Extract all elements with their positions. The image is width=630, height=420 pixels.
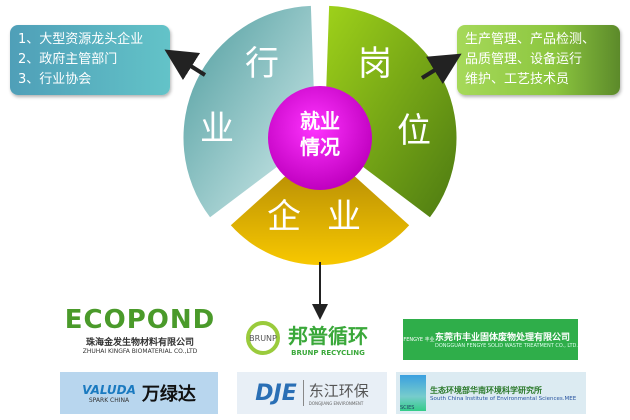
segment-char: 位 [397,111,431,151]
logo-scies: SCIES 生态环境部华南环境科学研究所 South China Institu… [396,372,586,414]
logo-valuda: VALUDA SPARK CHINA 万绿达 [60,372,218,414]
industry-info-box: 1、大型资源龙头企业 2、政府主管部门 3、行业协会 [10,25,170,95]
industry-line: 1、大型资源龙头企业 [18,32,144,47]
center-circle [268,86,372,190]
enterprise-segment [230,145,410,265]
position-line: 生产管理、产品检测、 [465,32,596,47]
logo-brunp: BRUNP 邦普循环 BRUNP RECYCLING [232,318,382,358]
logo-ecopond: ECOPOND 珠海金发生物材料有限公司 ZHUHAI KINGFA BIOMA… [64,305,216,355]
center-label: 情况 [300,135,340,159]
center-label: 就业 [300,109,340,133]
position-line: 维护、工艺技术员 [465,72,570,87]
logo-dje: DJE 东江环保 DONGJIANG ENVIRONMENT [237,372,387,414]
segment-char: 企 [267,197,301,237]
industry-line: 3、行业协会 [18,72,92,87]
position-info-box: 生产管理、产品检测、 品质管理、设备运行 维护、工艺技术员 [457,25,620,95]
industry-segment [183,5,316,218]
segment-char: 业 [200,109,234,149]
arrow-left-icon [164,49,207,81]
arrow-right-icon [420,53,462,85]
position-line: 品质管理、设备运行 [465,52,583,67]
logo-fengye: FENGYE 丰业 东莞市丰业固体废物处理有限公司 DONGGUAN FENGY… [403,319,578,360]
industry-line: 2、政府主管部门 [18,52,118,67]
segment-char: 业 [327,197,361,237]
segment-char: 行 [245,44,279,84]
position-segment [324,5,457,218]
segment-char: 岗 [358,44,392,84]
